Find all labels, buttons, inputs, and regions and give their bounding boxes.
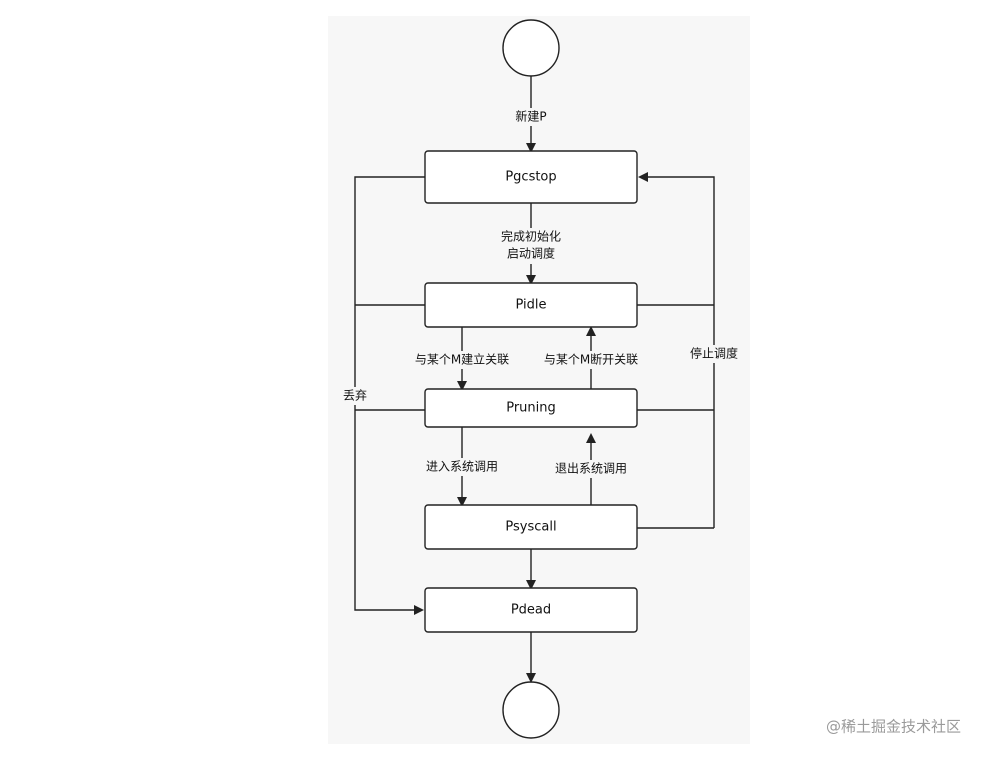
state-pruning-box [424,388,638,428]
watermark-text: @稀土掘金技术社区 [826,718,961,736]
edge-label-exit-syscall: 退出系统调用 [555,462,627,476]
state-pidle-label: Pidle [515,298,546,313]
edge-label-stop-schedule: 停止调度 [690,346,738,361]
discard-label-bg [339,387,371,405]
unbind-m-label-bg [535,351,647,369]
state-pdead-label: Pdead [511,603,551,618]
edge-label-new-p: 新建P [515,109,546,124]
edge-stop-schedule [638,172,715,528]
exit-syscall-label-bg [547,460,635,478]
state-pgcstop-box [424,150,638,204]
edge-label-unbind-m: 与某个M断开关联 [544,352,638,367]
edge-label-init-line2: 启动调度 [507,246,555,261]
edge-label-bind-m: 与某个M建立关联 [415,352,509,367]
state-pdead-box [424,587,638,633]
state-pgcstop-label: Pgcstop [505,170,556,185]
state-psyscall-label: Psyscall [505,520,556,535]
enter-syscall-label-bg [418,458,506,476]
state-pruning-label: Pruning [506,401,556,416]
edge-label-init-line1: 完成初始化 [501,229,561,244]
bind-m-label-bg [406,351,518,369]
end-node [502,681,560,739]
start-node [502,19,560,77]
edge-label-discard: 丢弃 [343,388,367,403]
edge-label-enter-syscall: 进入系统调用 [426,460,498,474]
init-label-bg [493,228,569,264]
stop-sched-label-bg [685,345,745,363]
state-pidle-box [424,282,638,328]
new-p-label-bg [509,108,553,126]
state-psyscall-box [424,504,638,550]
